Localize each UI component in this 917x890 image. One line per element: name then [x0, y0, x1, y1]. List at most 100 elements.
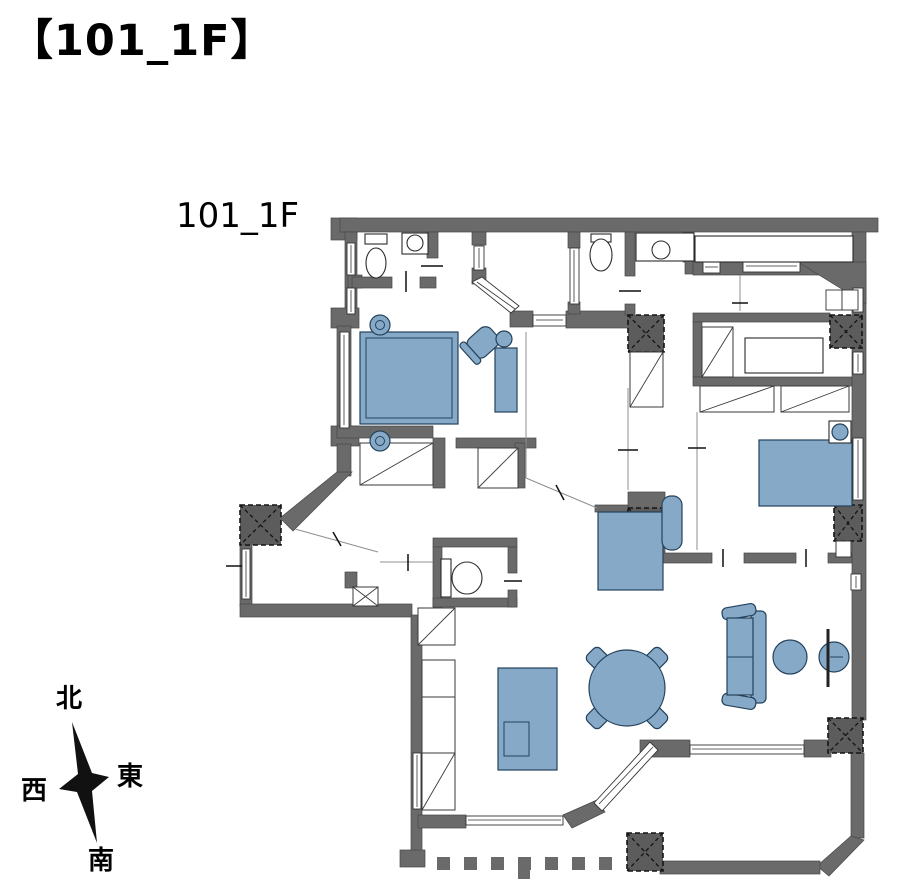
toilet: [364, 233, 388, 279]
dining-table: [588, 649, 666, 727]
wall-toilet-room: [507, 589, 518, 608]
door-tick: [332, 531, 342, 547]
wall-segment: [432, 437, 446, 489]
dash: [437, 857, 450, 870]
desk: [597, 511, 664, 591]
pillar: [626, 832, 664, 872]
kitchen-island: [497, 667, 558, 771]
pillar: [239, 504, 282, 546]
compass-north-label: 北: [56, 684, 83, 714]
sofa: [721, 602, 767, 711]
closet: [699, 385, 775, 413]
closet: [421, 752, 456, 811]
wall-segment: [419, 276, 437, 289]
dash: [599, 857, 612, 870]
tv-stand: [818, 629, 850, 687]
wall-segment: [399, 849, 426, 868]
closet: [359, 442, 434, 486]
wall-segment: [344, 571, 358, 589]
desk-chair: [661, 495, 683, 551]
window-living-south: [465, 815, 564, 826]
furniture: [359, 314, 853, 771]
closet: [421, 659, 456, 754]
armchair: [459, 326, 500, 365]
boundary-lines: [226, 265, 807, 582]
dash: [518, 857, 531, 870]
round-pillow: [369, 314, 391, 336]
closet: [417, 607, 456, 646]
page-title: 【101_1F】: [10, 16, 275, 66]
pillar: [827, 717, 864, 754]
wall-diagonal-entrance: [279, 471, 353, 532]
wall-segment: [567, 231, 581, 249]
wall-terrace-corner: [816, 835, 865, 877]
toilet: [589, 233, 613, 272]
dash: [545, 857, 558, 870]
compass-south-label: 南: [88, 846, 115, 876]
window-box: [841, 289, 859, 311]
window-living-south: [689, 744, 805, 755]
window-glass-line: [598, 746, 654, 805]
window: [339, 331, 350, 429]
closet: [477, 447, 519, 489]
plan-label: 101_1F: [176, 196, 300, 236]
bedside-unit: [828, 420, 852, 444]
double-bed: [359, 331, 459, 425]
wall-terrace-south: [659, 860, 821, 875]
dash-post: [518, 870, 530, 879]
sliding-door: [532, 314, 567, 327]
sliding-door: [569, 247, 580, 305]
wall-living-north: [662, 552, 713, 564]
wall-toilet-room: [507, 546, 518, 574]
wall-north: [339, 217, 879, 233]
wall-segment: [336, 443, 352, 477]
wall-segment: [692, 321, 703, 378]
kitchen-counter: [694, 235, 854, 263]
room-boundary: [294, 528, 379, 553]
closet: [780, 385, 850, 413]
pillar: [627, 314, 665, 353]
wall-segment: [426, 231, 439, 259]
wall-stub: [594, 504, 629, 513]
pipe-shaft: [352, 586, 379, 607]
closets: [352, 326, 852, 811]
wall-segment: [803, 739, 832, 758]
sliding-door: [742, 260, 801, 273]
pillar: [833, 504, 863, 542]
wall-toilet-room: [432, 597, 518, 608]
pillar: [829, 314, 863, 349]
wall-segment: [624, 231, 636, 277]
room-boundary: [525, 477, 598, 509]
wall-terrace-east: [850, 752, 865, 839]
compass-east-label: 東: [117, 762, 144, 792]
wall-toilet-room: [432, 537, 518, 548]
windows: [241, 242, 864, 826]
single-bed: [758, 439, 853, 507]
wall-segment: [509, 310, 534, 328]
wall-bedroom-north: [692, 376, 853, 387]
round-coffee-table: [772, 639, 808, 675]
window-diagonal: [593, 741, 659, 812]
wall-segment: [351, 276, 393, 289]
fixtures: [364, 232, 854, 598]
closet: [701, 326, 734, 378]
wall-angled-block: [562, 799, 606, 829]
wall-segment: [692, 312, 831, 323]
dash: [572, 857, 585, 870]
wall-segment: [471, 231, 487, 246]
hand-basin: [401, 232, 429, 255]
round-pillow: [369, 430, 391, 452]
toilet: [440, 558, 483, 598]
closet-box: [835, 540, 852, 558]
wall-segment: [624, 303, 636, 316]
counter-table: [744, 337, 824, 374]
wall-living-south: [417, 814, 467, 829]
shelf: [494, 347, 518, 413]
window-glass-line: [476, 281, 516, 310]
wall-south-entrance: [239, 603, 413, 618]
window-box: [825, 289, 843, 311]
door-tick: [555, 484, 565, 501]
terrace-dashed-boundary: [437, 857, 612, 879]
